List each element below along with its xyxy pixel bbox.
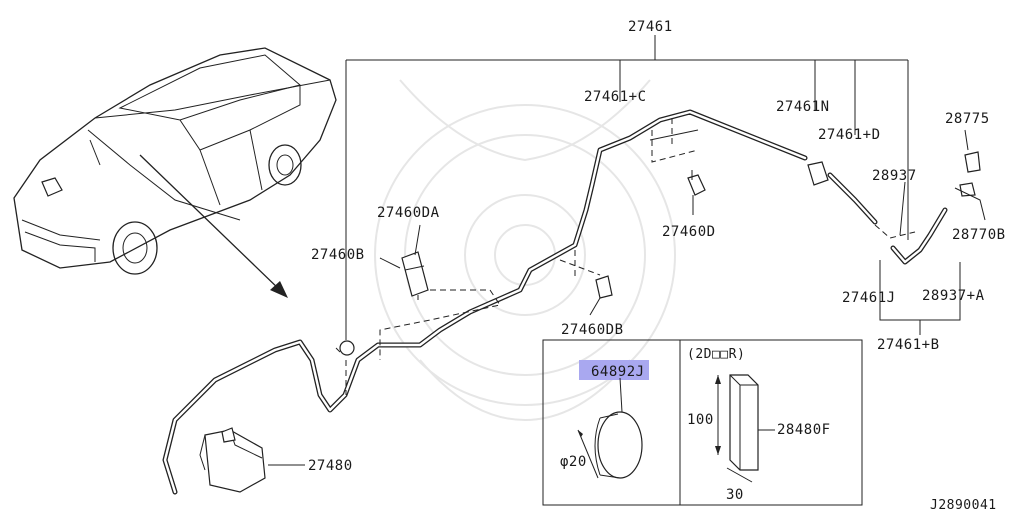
label-27480: 27480 [308,458,353,474]
clip-27460d [687,170,706,196]
nozzle-28775 [959,151,981,197]
label-28937: 28937 [872,168,917,184]
seal-disc [577,377,643,479]
car-illustration [13,47,337,275]
label-27461j: 27461J [842,290,896,306]
washer-hose [162,109,948,495]
label-28937a: 28937+A [922,288,985,304]
label-27461b: 27461+B [877,337,940,353]
label-27460da: 27460DA [377,205,440,221]
label-28480f: 28480F [777,422,831,438]
highlight-box [579,360,649,380]
highlight-64892j [579,360,649,380]
inset-panel [542,339,863,506]
label-dim-20: φ20 [560,454,587,470]
label-27460db: 27460DB [561,322,624,338]
label-27460b: 27460B [311,247,365,263]
clip-27460db [595,275,613,299]
label-28770b: 28770B [952,227,1006,243]
pad-28480f [715,374,775,483]
label-dim-30: 30 [726,487,744,503]
grommet-27460b [335,340,355,356]
clip-27460da [401,251,429,297]
label-27461: 27461 [628,19,673,35]
label-27461c: 27461+C [584,89,647,105]
callout-bracket-27461 [345,35,909,340]
leader-lines [379,129,986,335]
label-64892j: 64892J [591,364,645,380]
label-28775: 28775 [945,111,990,127]
dashed-leaders [345,118,916,395]
label-27461d: 27461+D [818,127,881,143]
label-27461n: 27461N [776,99,830,115]
label-27460d: 27460D [662,224,716,240]
labels: 27461 27461+C 27461N 27461+D 28775 28937… [308,19,1006,511]
label-2door: (2D□□R) [687,347,745,362]
connector-27461n [807,161,829,186]
washer-tank-27480 [199,427,305,493]
location-arrow [139,154,288,298]
diagram-code: J2890041 [930,498,997,511]
label-dim-100: 100 [687,412,714,428]
